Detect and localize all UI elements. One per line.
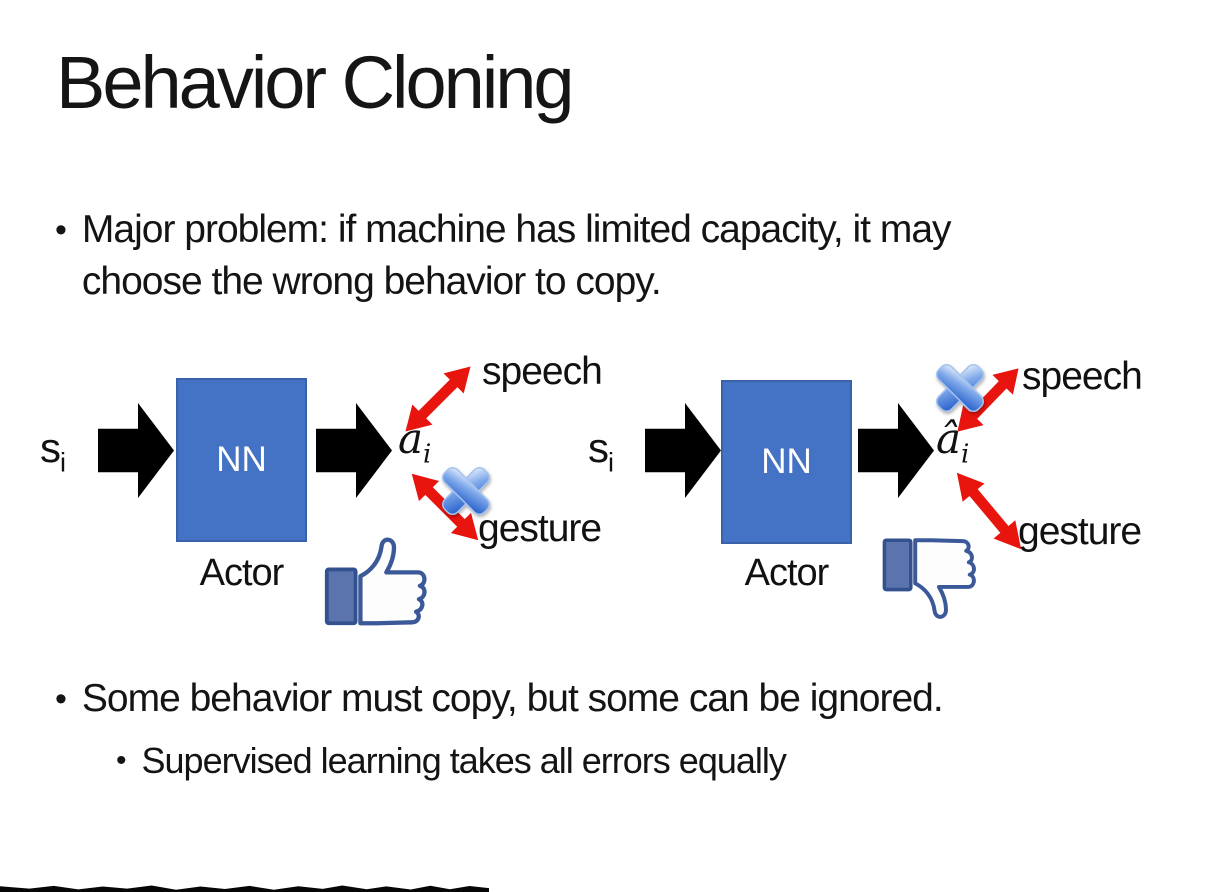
gesture-label-right: gesture: [1018, 510, 1142, 553]
cutoff-content-fragment: [0, 885, 489, 892]
bullet-some-behavior-text: Some behavior must copy, but some can be…: [81, 677, 944, 720]
slide-title: Behavior Cloning: [56, 41, 575, 124]
output-action-subscript: i: [423, 439, 432, 470]
input-state-symbol: s: [588, 424, 609, 471]
cross-mark-icon: [930, 358, 990, 418]
bullet-dot: •: [116, 744, 126, 777]
bullet-supervised-text: Supervised learning takes all errors equ…: [141, 740, 787, 781]
bullet-some-behavior: • Some behavior must copy, but some can …: [55, 674, 1175, 725]
speech-label-right: speech: [1022, 355, 1143, 398]
nn-box-right: NN: [721, 380, 852, 544]
thumbs-up-icon: [322, 533, 442, 629]
flow-arrow-icon: [316, 403, 392, 498]
nn-label: NN: [761, 442, 812, 481]
red-double-arrow-gesture-icon: [945, 462, 1034, 559]
speech-label-left: speech: [482, 350, 603, 393]
bullet-major-problem: • Major problem: if machine has limited …: [55, 204, 1040, 309]
bullet-dot: •: [55, 211, 67, 249]
input-state-label-left: si: [40, 424, 66, 478]
flow-arrow-icon: [98, 403, 174, 498]
nn-label: NN: [216, 440, 267, 479]
cross-mark-icon: [436, 461, 496, 521]
actor-label-left: Actor: [199, 552, 285, 594]
nn-box-left: NN: [176, 378, 307, 542]
input-state-subscript: i: [608, 447, 614, 478]
input-state-subscript: i: [60, 447, 66, 478]
red-double-arrow-speech-icon: [394, 355, 482, 443]
input-state-symbol: s: [40, 424, 61, 471]
output-action-subscript: i: [961, 439, 970, 470]
output-action-symbol: â: [936, 414, 962, 463]
gesture-label-left: gesture: [478, 507, 602, 550]
actor-label-right: Actor: [744, 552, 830, 594]
flow-arrow-icon: [858, 403, 934, 498]
input-state-label-right: si: [588, 424, 614, 478]
thumbs-down-icon: [880, 532, 990, 626]
output-action-label-right: âi: [936, 414, 969, 469]
red-double-arrow-speech-icon: [946, 357, 1030, 443]
flow-arrow-icon: [645, 403, 721, 498]
bullet-supervised: • Supervised learning takes all errors e…: [116, 738, 1116, 785]
bullet-major-problem-text: Major problem: if machine has limited ca…: [81, 208, 952, 304]
bullet-dot: •: [55, 680, 67, 718]
